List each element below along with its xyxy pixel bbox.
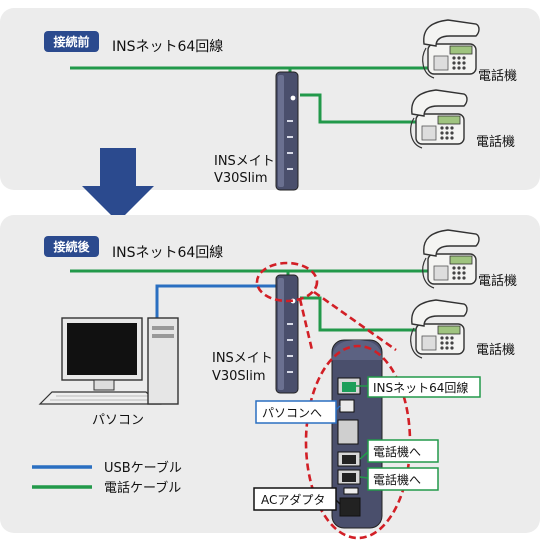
after-phone-2-label: 電話機 (476, 342, 515, 358)
callout-ac-adapter-label: ACアダプタ (261, 492, 325, 507)
before-phone-2-label: 電話機 (476, 134, 515, 150)
callout-to-phone-2: 電話機へ (359, 467, 439, 491)
legend: USBケーブル 電話ケーブル (32, 460, 182, 496)
after-device-icon (275, 274, 299, 394)
after-badge-label: 接続後 (53, 239, 90, 254)
callout-to-phone-1: 電話機へ (359, 439, 439, 463)
before-device-icon (275, 71, 299, 191)
after-phone-2-icon (410, 299, 468, 359)
after-phone-1-icon (422, 229, 480, 289)
device-rear-view (331, 339, 383, 529)
after-phone-1-label: 電話機 (478, 273, 517, 289)
before-badge (44, 31, 99, 52)
before-line-label: INSネット64回線 (112, 39, 223, 55)
legend-phone-label: 電話ケーブル (104, 480, 181, 496)
legend-usb-label: USBケーブル (104, 460, 182, 476)
callout-to-pc: パソコンへ (255, 400, 341, 424)
callout-ins-line-label: INSネット64回線 (373, 380, 468, 395)
after-line-label: INSネット64回線 (112, 245, 223, 261)
pc-label: パソコン (92, 413, 144, 428)
after-badge (44, 236, 99, 257)
down-arrow-icon (82, 148, 154, 222)
usb-cable (155, 284, 278, 318)
callout-to-phone-2-label: 電話機へ (373, 472, 421, 487)
callout-to-pc-label: パソコンへ (262, 406, 322, 420)
before-panel (0, 8, 540, 190)
computer-icon (38, 317, 179, 405)
before-badge-label: 接続前 (53, 34, 89, 49)
before-phone-2-icon (410, 89, 468, 149)
callout-to-phone-1-label: 電話機へ (373, 444, 421, 459)
callout-ac-adapter: ACアダプタ (253, 487, 341, 511)
before-device-label-1: INSメイト (214, 154, 275, 169)
before-phone-1-label: 電話機 (478, 68, 517, 84)
after-device-label-1: INSメイト (212, 351, 273, 366)
callout-ins-line: INSネット64回線 (356, 376, 481, 398)
before-phone-1-icon (422, 19, 480, 79)
before-device-label-2: V30Slim (214, 171, 268, 186)
after-device-label-2: V30Slim (212, 369, 266, 384)
